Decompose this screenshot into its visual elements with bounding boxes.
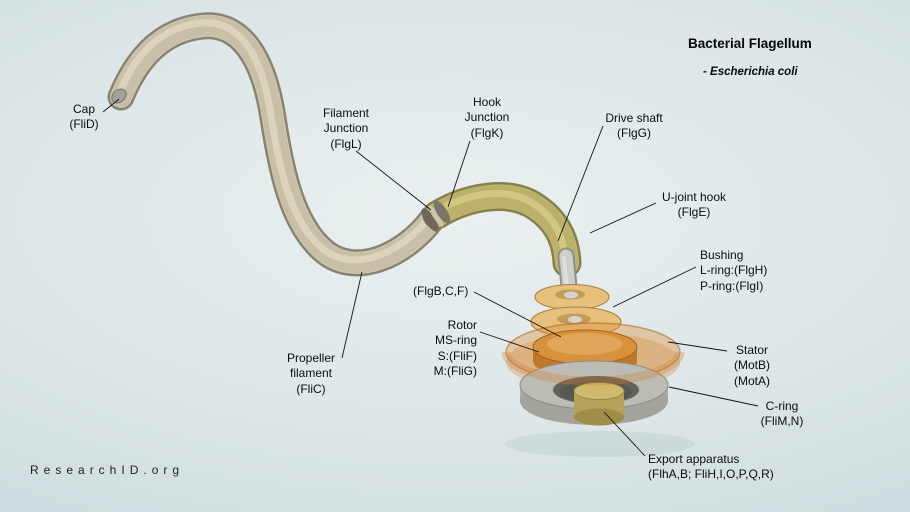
hook-junction-leader-line (447, 140, 471, 208)
c-ring-leader-line (668, 386, 759, 407)
stator-leader-line (667, 341, 728, 352)
rotor-leader-line (479, 331, 540, 353)
export-apparatus-leader-line (603, 411, 646, 457)
u-joint-hook-leader-line (589, 202, 657, 234)
propeller-filament (107, 12, 447, 277)
label-cap: Cap (FliD) (69, 102, 99, 132)
rod-leader-line (473, 291, 562, 338)
export-apparatus (573, 382, 625, 426)
label-export-apparatus: Export apparatus (FlhA,B; FliH,I,O,P,Q,R… (648, 452, 774, 482)
label-hook-junction: Hook Junction (FlgK) (464, 95, 510, 140)
stator-front-arc (501, 351, 685, 386)
label-c-ring: C-ring (FliM,N) (760, 399, 804, 429)
diagram-title: Bacterial Flagellum (688, 36, 812, 51)
bushing-rings (530, 284, 622, 338)
label-u-joint-hook: U-joint hook (FlgE) (661, 190, 727, 220)
label-filament-junction: Filament Junction (FlgL) (322, 106, 369, 151)
label-drive-shaft: Drive shaft (FlgG) (605, 111, 663, 141)
label-bushing: Bushing L-ring:(FlgH) P-ring:(FlgI) (700, 248, 768, 293)
cap-leader-line (102, 98, 120, 113)
propeller-filament-leader-line (341, 271, 363, 359)
diagram-subtitle: - Escherichia coli (703, 66, 798, 78)
watermark: ResearchID.org (30, 463, 185, 477)
cap (111, 88, 127, 104)
label-rotor: Rotor MS-ring S:(FliF) M:(FliG) (433, 318, 477, 379)
label-propeller-filament: Propeller filament (FliC) (286, 351, 336, 396)
ground-shadow (505, 431, 695, 457)
junction-rings (421, 200, 451, 232)
leader-lines (102, 98, 759, 457)
label-rod: (FlgB,C,F) (413, 284, 469, 298)
bushing-leader-line (612, 266, 697, 308)
u-joint-hook (422, 182, 582, 278)
drive-shaft-leader-line (557, 125, 604, 242)
label-stator: Stator (MotB) (MotA) (734, 343, 770, 388)
filament-junction-leader-line (355, 150, 432, 211)
